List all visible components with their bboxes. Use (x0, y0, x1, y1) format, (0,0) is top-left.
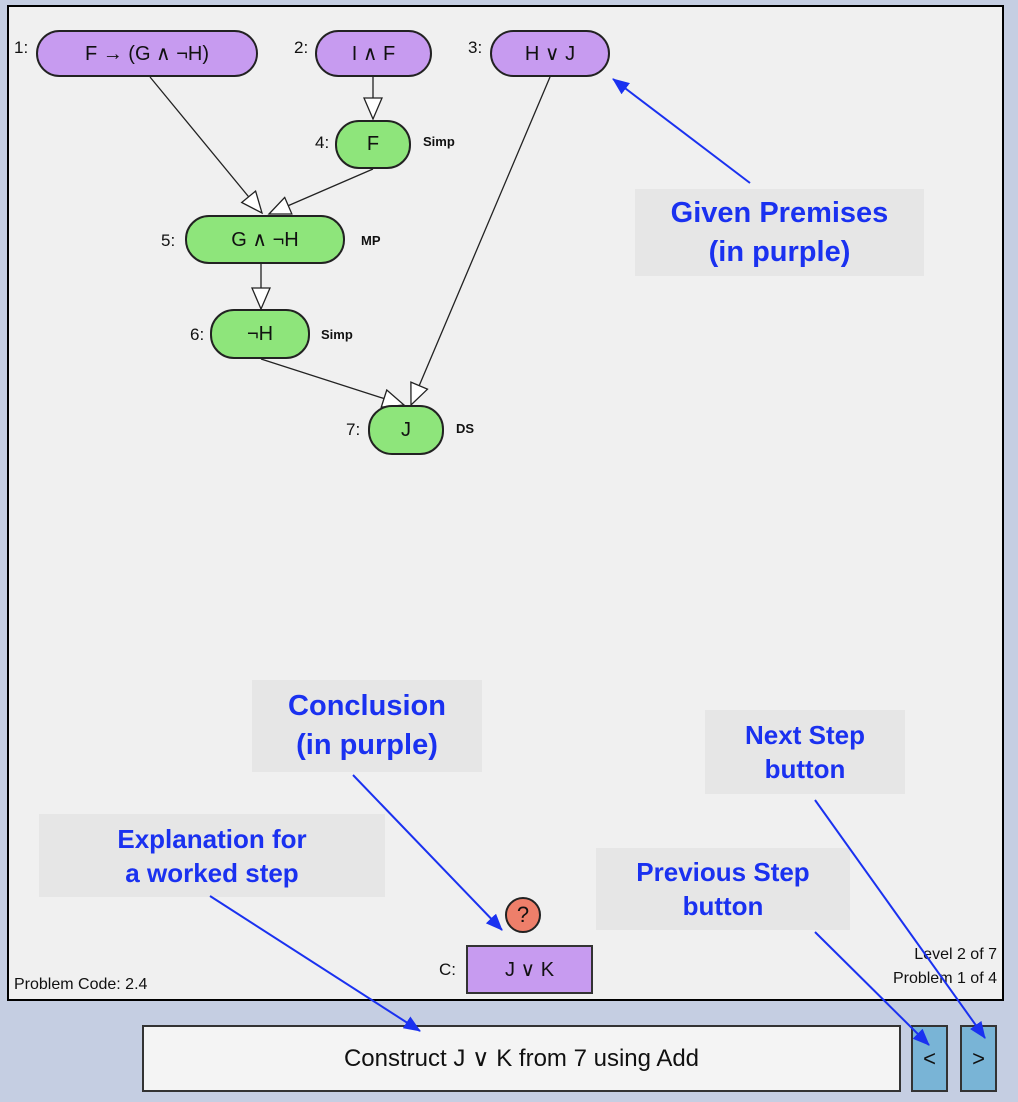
annotation-previous-step: Previous Step button (596, 848, 850, 930)
annotation-explanation-line2: a worked step (125, 857, 299, 888)
edge-4-to-5 (267, 168, 374, 215)
annotation-given-premises: Given Premises (in purple) (635, 189, 924, 276)
edge-1-to-5 (149, 76, 264, 215)
proof-canvas[interactable]: 1: F → (G ∧ ¬H) 2: I ∧ F 3: H ∨ J 4: F S… (7, 5, 1004, 1001)
help-icon[interactable]: ? (505, 897, 541, 933)
edge-6-to-7 (260, 358, 406, 408)
annotation-conclusion-line2: (in purple) (296, 729, 438, 761)
previous-step-button[interactable]: < (911, 1025, 948, 1092)
problem-code: Problem Code: 2.4 (14, 976, 148, 993)
step-7-rule: DS (456, 421, 475, 436)
annotation-conclusion-line1: Conclusion (288, 690, 446, 722)
problem-indicator: Problem 1 of 4 (892, 970, 997, 987)
edge-3-to-7 (410, 76, 551, 407)
premise-2-node[interactable]: I ∧ F (315, 30, 432, 77)
step-6-node[interactable]: ¬H (210, 309, 310, 359)
step-4-number: 4: (315, 133, 330, 152)
premise-1-node[interactable]: F → (G ∧ ¬H) (36, 30, 258, 77)
step-6-number: 6: (190, 325, 205, 344)
level-status: Level 2 of 7 Problem 1 of 4 (893, 943, 997, 991)
annotation-given-premises-line2: (in purple) (708, 235, 851, 268)
annotation-given-premises-line1: Given Premises (670, 196, 889, 229)
next-step-button[interactable]: > (960, 1025, 997, 1092)
step-7-number: 7: (346, 420, 361, 439)
step-5-rule: MP (361, 233, 381, 248)
conclusion-node[interactable]: J ∨ K (466, 945, 593, 994)
annotation-previous-step-line1: Previous Step (636, 857, 810, 887)
level-indicator: Level 2 of 7 (914, 946, 997, 963)
annotation-next-step-line2: button (764, 754, 846, 784)
premise-3-node[interactable]: H ∨ J (490, 30, 610, 77)
explanation-box: Construct J ∨ K from 7 using Add (142, 1025, 901, 1092)
step-6-rule: Simp (321, 327, 353, 342)
step-5-node[interactable]: G ∧ ¬H (185, 215, 345, 264)
annotation-conclusion: Conclusion (in purple) (252, 680, 482, 772)
annotation-explanation-line1: Explanation for (117, 823, 307, 854)
premise-1-number: 1: (14, 38, 29, 57)
annotation-explanation: Explanation for a worked step (39, 814, 385, 897)
annotation-next-step-line1: Next Step (745, 720, 865, 750)
step-5-number: 5: (161, 231, 176, 250)
step-4-node[interactable]: F (335, 120, 411, 169)
premise-3-number: 3: (468, 38, 483, 57)
annotation-previous-step-line2: button (682, 891, 764, 921)
premise-2-number: 2: (294, 38, 309, 57)
annotation-next-step: Next Step button (705, 710, 905, 794)
conclusion-number: C: (439, 960, 456, 979)
step-7-node[interactable]: J (368, 405, 444, 455)
step-4-rule: Simp (423, 134, 455, 149)
